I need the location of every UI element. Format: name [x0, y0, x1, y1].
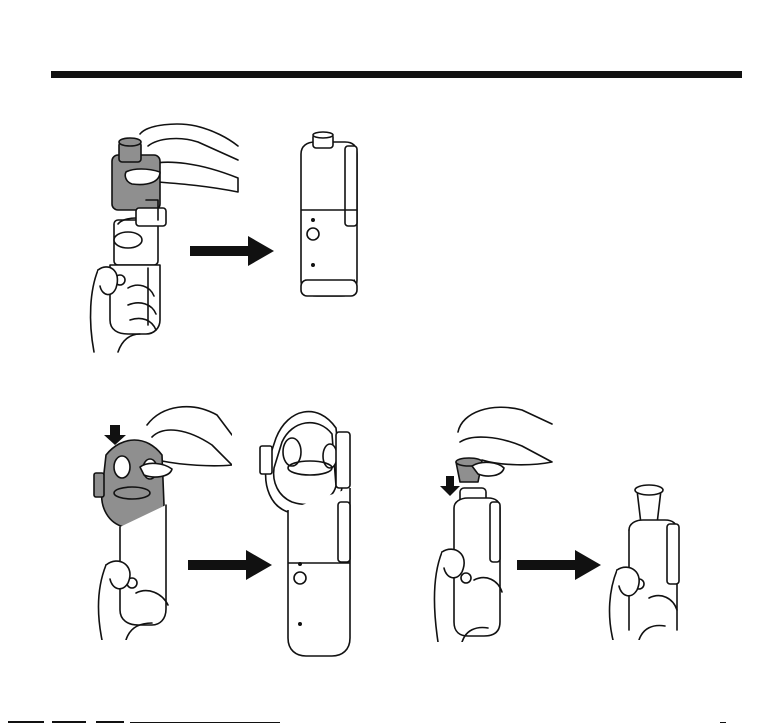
arrow-right-icon: [517, 550, 602, 580]
nebulizer-with-mouthpiece-icon: [605, 480, 695, 640]
hand-attaching-mask-icon: [92, 395, 232, 640]
cropped-footer-strip: [0, 717, 781, 725]
step-attach-mask-before: [92, 395, 232, 640]
section-divider: [51, 71, 742, 78]
assembled-nebulizer-icon: [295, 130, 365, 300]
nebulizer-with-mask-icon: [258, 398, 358, 660]
arrow-right-icon: [190, 236, 275, 266]
hand-attaching-mouthpiece-icon: [432, 402, 562, 642]
step-attach-mouthpiece-before: [432, 402, 562, 642]
